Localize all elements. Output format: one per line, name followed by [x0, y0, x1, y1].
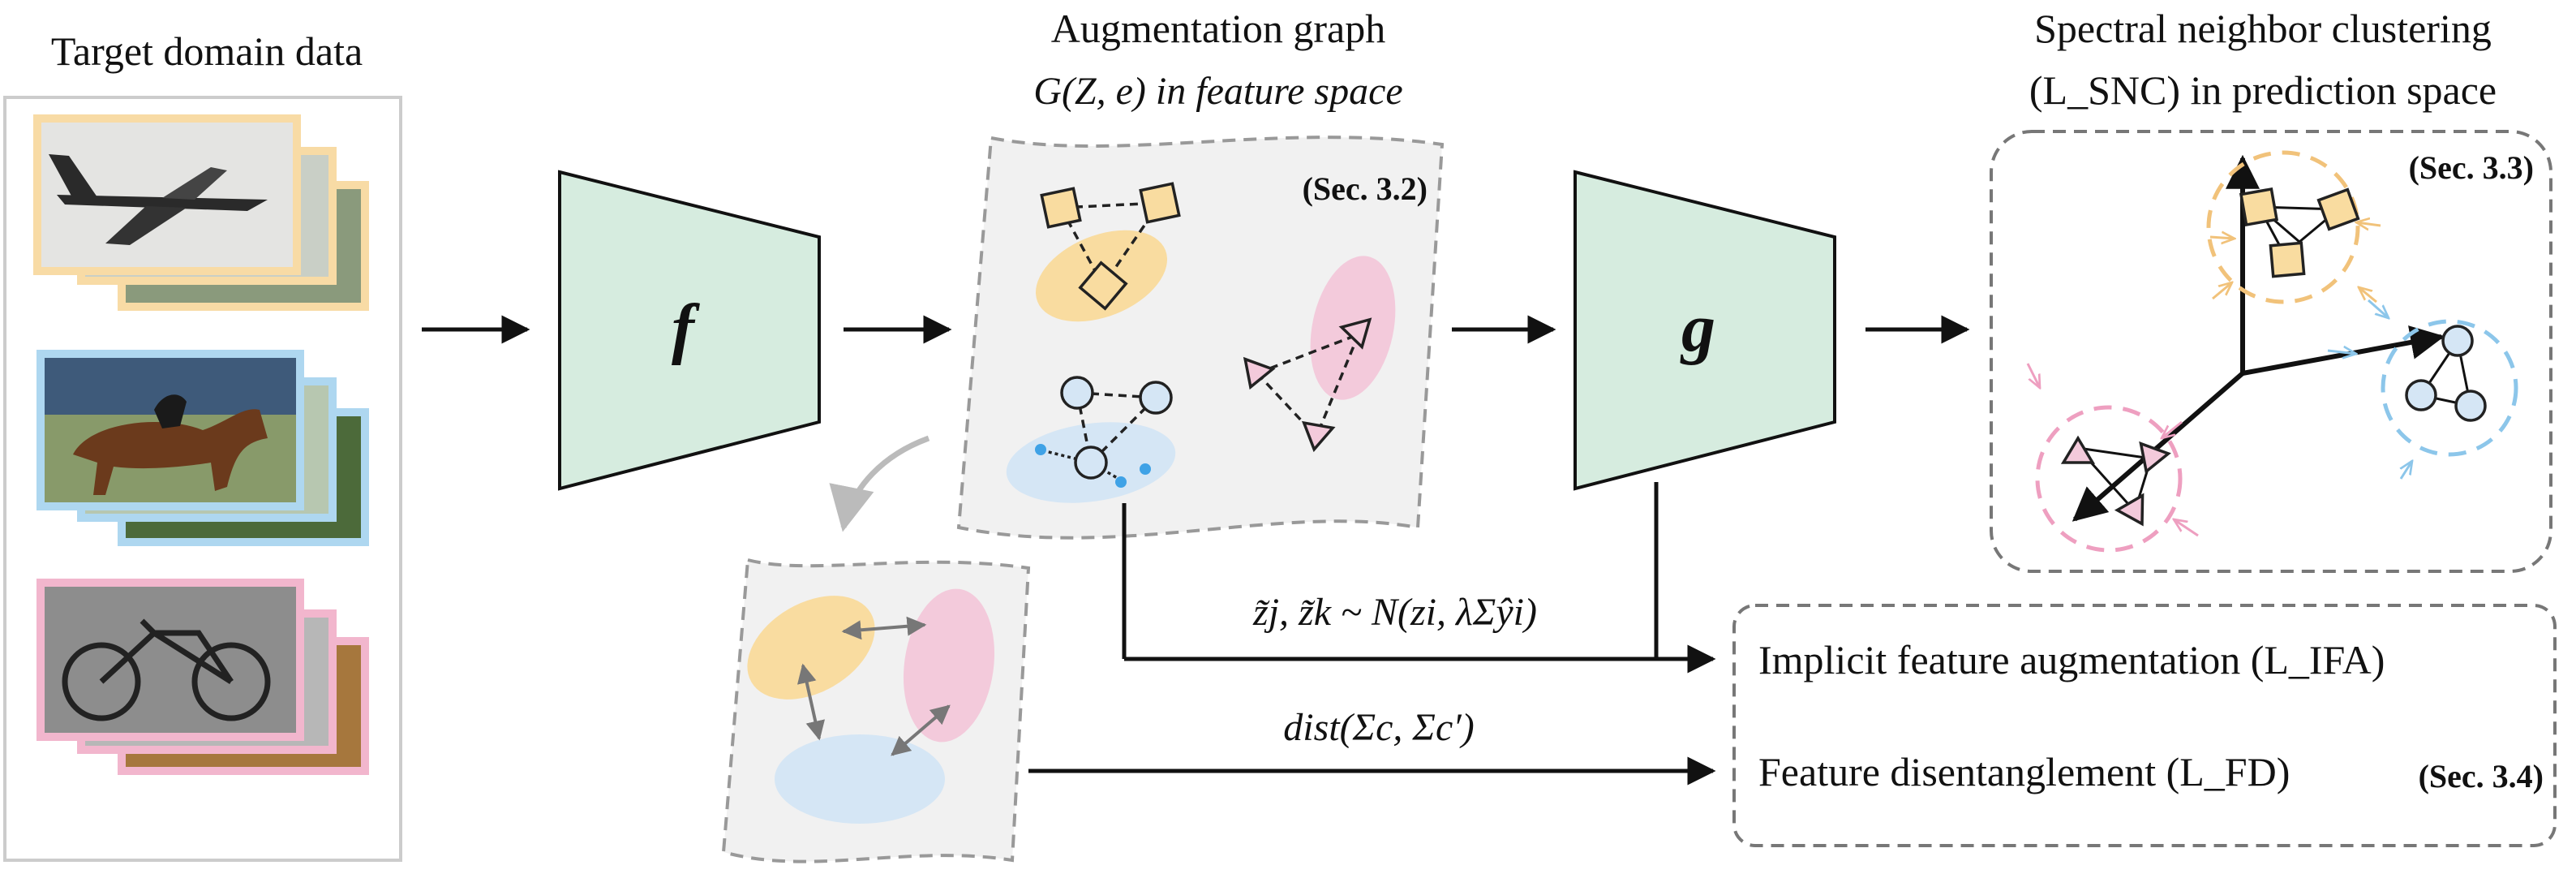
- square-node-icons: [1040, 182, 1181, 311]
- blue-pull-arrows: [2327, 299, 2412, 480]
- spectral-square-icons: [2239, 187, 2360, 278]
- heading-spectral-line1: Spectral neighbor clustering: [2034, 6, 2492, 51]
- heading-spectral-line2: (L_SNC) in prediction space: [2029, 67, 2497, 113]
- pink-pull-arrows: [2026, 363, 2199, 537]
- network-g-block: [1574, 170, 1836, 491]
- tag-sec-3-2: (Sec. 3.2): [1303, 170, 1428, 207]
- horse-photo-icon: [45, 358, 296, 495]
- network-g-label: g: [1680, 291, 1715, 366]
- horse-photo-stack: [36, 350, 369, 546]
- network-f-block: [558, 170, 821, 491]
- loss-panel: [1732, 604, 2557, 847]
- spectral-pink-circle: [2035, 405, 2183, 553]
- arrow-graph-to-disentangle: [829, 435, 930, 532]
- spectral-blue-circle: [2381, 319, 2518, 457]
- loss-fd-label: Feature disentanglement (L_FD): [1758, 749, 2290, 794]
- augmented-point-icons: [1035, 444, 1151, 488]
- target-data-panel: [3, 96, 402, 862]
- heading-graph-line1: Augmentation graph: [1051, 6, 1385, 51]
- airplane-photo-stack: [33, 114, 369, 311]
- spectral-panel: [1990, 130, 2552, 573]
- disentangle-arrows: [796, 616, 951, 756]
- spectral-circle-icons: [2405, 325, 2487, 422]
- spectral-triangle-icons: [2060, 435, 2171, 527]
- tag-sec-3-3: (Sec. 3.3): [2409, 149, 2534, 186]
- ifa-formula-label: z̃j, z̃k ~ N(zi, λΣŷi): [1252, 591, 1537, 634]
- airplane-photo-icon: [49, 154, 268, 245]
- bicycle-photo-icon: [62, 618, 271, 721]
- heading-graph-line2: G(Z, e) in feature space: [1033, 70, 1402, 113]
- orange-pull-arrows: [2209, 222, 2381, 304]
- fd-formula-label: dist(Σc, Σc′): [1283, 706, 1474, 749]
- disentangle-blue-region: [775, 734, 945, 824]
- loss-ifa-label: Implicit feature augmentation (L_IFA): [1758, 637, 2385, 682]
- heading-target-data: Target domain data: [51, 28, 363, 74]
- tag-sec-3-4: (Sec. 3.4): [2419, 758, 2544, 794]
- triangle-node-icons: [1243, 317, 1372, 453]
- bicycle-photo-stack: [36, 579, 369, 775]
- circle-node-icons: [1060, 376, 1173, 480]
